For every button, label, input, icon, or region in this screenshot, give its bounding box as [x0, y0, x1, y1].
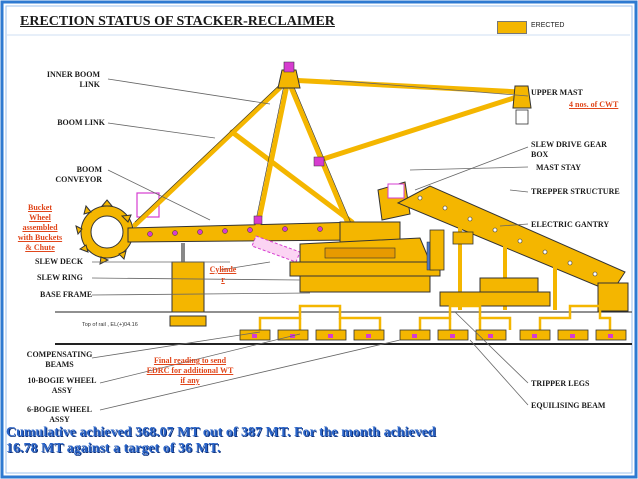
compensating-beams — [258, 304, 612, 330]
rail-level-note: Top of rail , EL(+)04.16 — [82, 322, 138, 328]
label-cylinder: Cylinde r — [209, 265, 237, 284]
progress-summary: Cumulative achieved 368.07 MT out of 387… — [6, 425, 436, 456]
label-boom-conveyor: BOOM CONVEYOR — [55, 165, 102, 184]
tripper-structure — [396, 185, 626, 293]
label-6-bogie: 6-BOGIE WHEEL ASSY — [27, 405, 92, 424]
label-final-reading: Final reading to send EDRC for additiona… — [146, 356, 234, 385]
label-tripper-legs: TRIPPER LEGS — [531, 379, 590, 388]
label-bucket-wheel: Bucket Wheel assembled with Buckets & Ch… — [17, 203, 63, 252]
label-boom-link: BOOM LINK — [57, 118, 105, 127]
bucket-wheel — [75, 199, 139, 265]
label-cwt: 4 nos. of CWT — [569, 100, 619, 109]
leader-lines — [91, 78, 529, 411]
bogie-wheels — [239, 329, 627, 341]
label-base-frame: BASE FRAME — [40, 290, 93, 299]
label-slew-drive: SLEW DRIVE GEAR BOX — [531, 140, 607, 159]
legend-label-erected: ERECTED — [531, 22, 565, 29]
legend-swatch-erected — [497, 21, 527, 34]
label-10-bogie: 10-BOGIE WHEEL ASSY — [27, 376, 97, 395]
slew-ring — [289, 261, 441, 277]
label-tripper-structure: TREPPER STRUCTURE — [531, 187, 620, 196]
boom-conveyor — [127, 221, 361, 243]
label-mast-stay: MAST STAY — [536, 163, 581, 172]
label-inner-boom-link: INNER BOOM LINK — [46, 70, 100, 89]
base-frame — [299, 275, 431, 293]
label-upper-mast: UPPER MAST — [531, 88, 583, 97]
label-compensating-beams: COMPENSATING BEAMS — [26, 350, 93, 369]
label-electric-gantry: ELECTRIC GANTRY — [531, 220, 610, 229]
label-equalising-beam: EQUILISING BEAM — [531, 401, 606, 410]
page-title: ERECTION STATUS OF STACKER-RECLAIMER — [20, 14, 335, 29]
label-slew-deck: SLEW DECK — [35, 257, 84, 266]
label-slew-ring: SLEW RING — [37, 273, 83, 282]
